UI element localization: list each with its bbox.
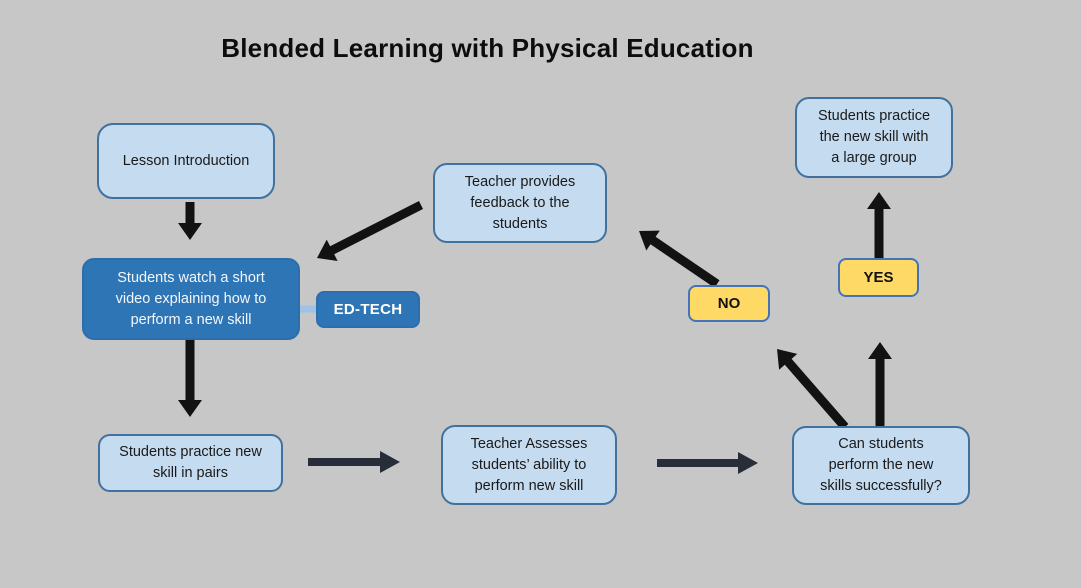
node-can-students-perform-line: Can students: [838, 436, 924, 452]
node-decision-no-label: NO: [717, 295, 741, 312]
node-teacher-assesses: Teacher Assesses students’ ability to pe…: [441, 425, 617, 505]
arrow-assess-to-can: [657, 452, 758, 474]
node-teacher-feedback-line: Teacher provides: [464, 173, 576, 190]
node-watch-video-line: video explaining how to: [115, 290, 267, 307]
node-can-students-perform-line: perform the new: [828, 457, 934, 473]
node-lesson-introduction-label: Lesson Introduction: [122, 152, 250, 169]
node-practice-large-group: Students practice the new skill with a l…: [795, 97, 953, 178]
node-teacher-feedback-line: feedback to the: [470, 194, 570, 211]
node-can-students-perform: Can students perform the new skills succ…: [792, 426, 970, 505]
node-practice-pairs-line: skill in pairs: [153, 465, 228, 481]
node-decision-no: NO: [688, 285, 770, 322]
node-practice-large-group-line: Students practice: [817, 108, 931, 124]
arrow-pairs-to-assess: [308, 451, 400, 473]
node-watch-video-line: Students watch a short: [117, 269, 265, 286]
arrow-feedback-to-video: [317, 201, 423, 261]
node-practice-pairs-line: Students practice new: [119, 444, 262, 460]
node-teacher-feedback: Teacher provides feedback to the student…: [433, 163, 607, 243]
node-watch-video-line: perform a new skill: [130, 311, 252, 328]
node-ed-tech-tag: ED-TECH: [316, 291, 420, 328]
arrow-video-to-pairs: [178, 340, 202, 417]
node-practice-large-group-line: the new skill with: [819, 129, 929, 145]
node-ed-tech-label: ED-TECH: [333, 301, 403, 318]
node-decision-yes-label: YES: [863, 269, 894, 286]
page-title: Blended Learning with Physical Education: [221, 33, 754, 63]
arrow-no-to-feedback: [639, 230, 720, 288]
arrow-yes-to-large-group: [867, 192, 891, 258]
node-practice-large-group-line: a large group: [831, 150, 917, 166]
node-practice-pairs: Students practice new skill in pairs: [98, 434, 283, 492]
node-decision-yes: YES: [838, 258, 919, 297]
node-can-students-perform-line: skills successfully?: [820, 478, 942, 494]
node-teacher-feedback-line: students: [492, 215, 548, 232]
node-teacher-assesses-line: Teacher Assesses: [470, 435, 588, 452]
node-watch-video: Students watch a short video explaining …: [82, 258, 300, 340]
node-lesson-introduction: Lesson Introduction: [97, 123, 275, 199]
arrow-can-to-no: [777, 349, 849, 430]
arrow-can-to-yes: [868, 342, 892, 427]
arrow-lesson-to-video: [178, 202, 202, 240]
node-teacher-assesses-line: perform new skill: [474, 477, 584, 494]
node-teacher-assesses-line: students’ ability to: [471, 456, 587, 473]
